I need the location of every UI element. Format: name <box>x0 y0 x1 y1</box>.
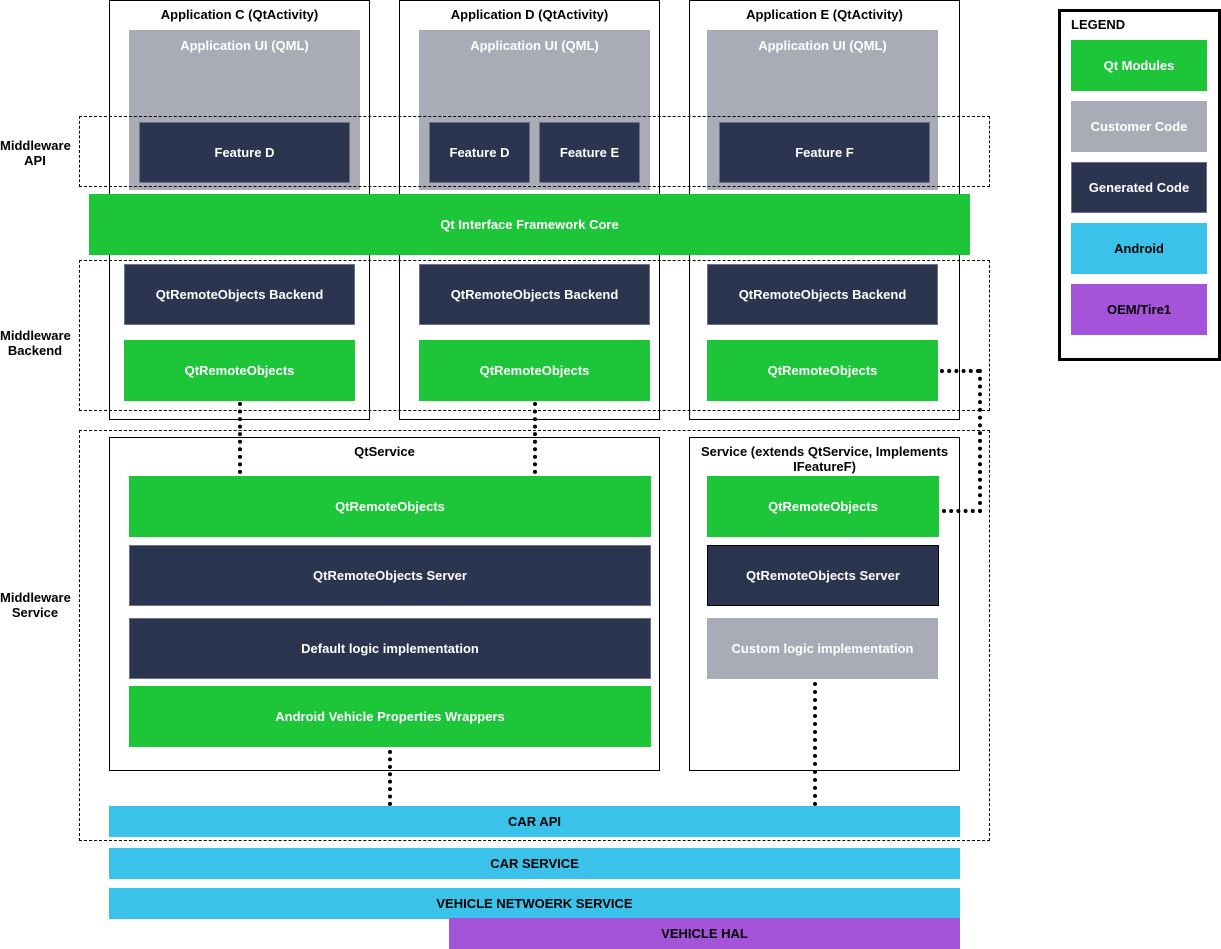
middleware-api-zone <box>79 116 990 187</box>
legend-generated-code: Generated Code <box>1071 162 1207 213</box>
app-c-title: Application C (QtActivity) <box>160 7 319 22</box>
connector-app-d-to-qtservice <box>533 402 537 474</box>
qtservice-title: QtService <box>354 444 415 459</box>
feature-d-app-d: Feature D <box>429 122 530 183</box>
app-c-qtro-backend: QtRemoteObjects Backend <box>124 264 355 325</box>
custom-service-title: Service (extends QtService, Implements I… <box>700 444 949 474</box>
app-d-qtro-backend: QtRemoteObjects Backend <box>419 264 650 325</box>
legend-oem-tire1: OEM/Tire1 <box>1071 284 1207 335</box>
connector-to-custom-service <box>942 509 982 513</box>
custom-service-qtro-server: QtRemoteObjects Server <box>707 545 939 606</box>
app-d-title: Application D (QtActivity) <box>450 7 609 22</box>
custom-logic-implementation: Custom logic implementation <box>707 618 938 679</box>
middleware-backend-label: Middleware Backend <box>0 328 71 358</box>
legend-title: LEGEND <box>1071 17 1126 32</box>
vehicle-network-service-bar: VEHICLE NETWOERK SERVICE <box>109 888 960 919</box>
connector-app-e-down <box>978 369 982 513</box>
car-api-bar: CAR API <box>109 806 960 837</box>
custom-service-qtremoteobjects: QtRemoteObjects <box>707 476 939 537</box>
connector-app-e-right <box>940 369 980 373</box>
legend-qt-modules: Qt Modules <box>1071 40 1207 91</box>
middleware-service-label: Middleware Service <box>0 590 71 620</box>
car-service-bar: CAR SERVICE <box>109 848 960 879</box>
app-e-title: Application E (QtActivity) <box>746 7 903 22</box>
feature-f-app-e: Feature F <box>719 122 930 183</box>
connector-app-c-to-qtservice <box>238 402 242 474</box>
legend-android: Android <box>1071 223 1207 274</box>
android-vehicle-properties-wrappers: Android Vehicle Properties Wrappers <box>129 686 651 747</box>
qtservice-qtremoteobjects: QtRemoteObjects <box>129 476 651 537</box>
qtservice-frame <box>109 437 660 771</box>
qtservice-qtro-server: QtRemoteObjects Server <box>129 545 651 606</box>
connector-wrappers-to-car-api <box>388 750 392 806</box>
app-c-qtremoteobjects: QtRemoteObjects <box>124 340 355 401</box>
app-e-qtro-backend: QtRemoteObjects Backend <box>707 264 938 325</box>
default-logic-implementation: Default logic implementation <box>129 618 651 679</box>
vehicle-hal-bar: VEHICLE HAL <box>449 918 960 949</box>
app-e-qtremoteobjects: QtRemoteObjects <box>707 340 938 401</box>
feature-d-app-c: Feature D <box>139 122 350 183</box>
qt-interface-framework-core: Qt Interface Framework Core <box>89 194 970 255</box>
legend-customer-code: Customer Code <box>1071 101 1207 152</box>
middleware-api-label: Middleware API <box>0 138 71 168</box>
app-d-qtremoteobjects: QtRemoteObjects <box>419 340 650 401</box>
custom-service-frame <box>689 437 960 771</box>
connector-custom-logic-to-car-api <box>813 682 817 806</box>
feature-e-app-d: Feature E <box>539 122 640 183</box>
